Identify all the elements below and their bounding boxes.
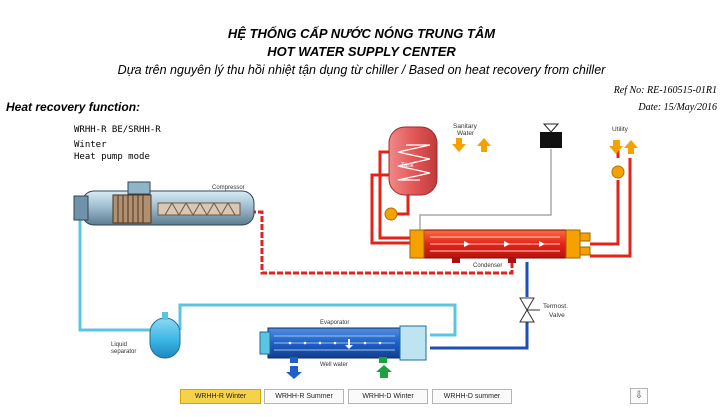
well-water-out-arrow-icon [286, 366, 302, 379]
tab-wrhh-r-winter[interactable]: WRHH-R Winter [180, 389, 261, 404]
evaporator-label: Evaporator [320, 320, 349, 326]
liquid-separator-label-1: Liquid [111, 342, 127, 348]
tab-wrhh-d-winter[interactable]: WRHH-D Winter [348, 389, 428, 404]
evaporator [259, 325, 427, 363]
tab-wrhh-r-summer[interactable]: WRHH-R Summer [264, 389, 344, 404]
document-date: Date: 15/May/2016 [638, 102, 717, 113]
termost-label-1: Termost. [543, 303, 568, 310]
liquid-separator-label-2: separator [111, 349, 136, 355]
well-water-label: Well water [320, 362, 348, 368]
sanitary-label-1: Sanitary [453, 123, 478, 130]
title-english: HOT WATER SUPPLY CENTER [267, 44, 456, 59]
tank-water-loop [370, 150, 410, 245]
subtitle: Dựa trên nguyên lý thu hồi nhiệt tận dụn… [117, 63, 606, 77]
section-title: Heat recovery function: [6, 100, 141, 114]
compressor-label: Compressor [212, 185, 245, 191]
mode-label: Heat pump mode [74, 152, 150, 162]
liquid-line-from-valve [430, 322, 529, 350]
model-label: WRHH-R BE/SRHH-R [74, 125, 161, 135]
condenser [409, 229, 591, 263]
utility-loop [590, 140, 632, 258]
tank-pump-icon [384, 207, 398, 221]
liquid-separator [149, 312, 181, 359]
sanitary-label-2: Water [457, 130, 475, 137]
hot-gas-line [250, 210, 514, 275]
well-water-in-arrow-icon [376, 365, 392, 378]
three-way-valve-box [540, 123, 562, 148]
sanitary-water-arrows [452, 138, 491, 152]
utility-label: Utility [612, 126, 629, 133]
utility-pump-icon [611, 165, 625, 179]
utility-arrows [609, 140, 638, 154]
download-icon[interactable]: ⇩ [630, 388, 648, 404]
season-label: Winter [74, 140, 107, 150]
termost-label-2: Valve [549, 312, 565, 319]
compressor [73, 181, 255, 226]
hot-water-tank [388, 126, 438, 196]
title-vietnamese: HỆ THỐNG CẤP NƯỚC NÓNG TRUNG TÂM [227, 26, 496, 41]
thermostatic-valve [519, 297, 540, 323]
ref-number: Ref No: RE-160515-01R1 [613, 85, 717, 96]
suction-line [78, 213, 457, 337]
condenser-label: Condenser [473, 263, 502, 269]
control-line [419, 149, 552, 230]
tab-wrhh-d-summer[interactable]: WRHH-D summer [432, 389, 512, 404]
tank-label: Tank [401, 163, 415, 169]
